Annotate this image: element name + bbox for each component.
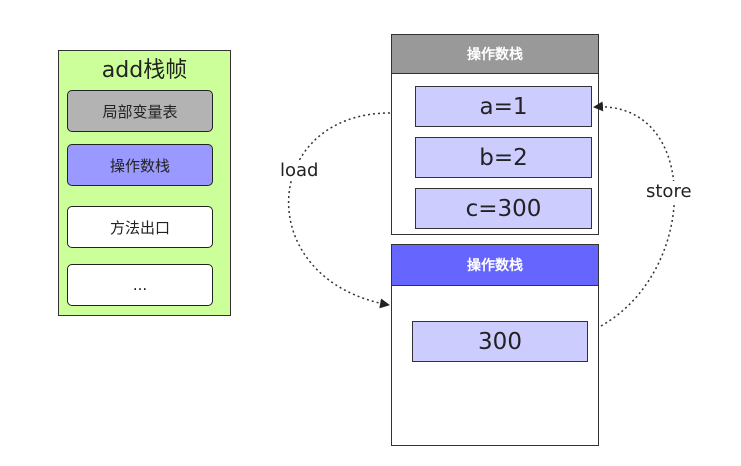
ellipsis-slot: ... [67, 264, 213, 306]
stack-cell-result: 300 [412, 321, 588, 362]
store-arrow [593, 101, 676, 327]
lower-operand-stack-header: 操作数栈 [391, 244, 599, 286]
stack-cell-c: c=300 [415, 188, 592, 229]
load-arrow [287, 112, 391, 309]
stack-cell-b: b=2 [415, 137, 592, 178]
local-variable-table-slot: 局部变量表 [67, 90, 213, 132]
stack-frame-title: add栈帧 [101, 58, 188, 83]
operand-stack-slot: 操作数栈 [67, 144, 213, 186]
load-label: load [278, 160, 321, 181]
upper-operand-stack-header: 操作数栈 [391, 34, 599, 74]
stack-cell-a: a=1 [415, 86, 592, 127]
method-exit-slot: 方法出口 [67, 206, 213, 248]
store-label: store [644, 181, 694, 202]
